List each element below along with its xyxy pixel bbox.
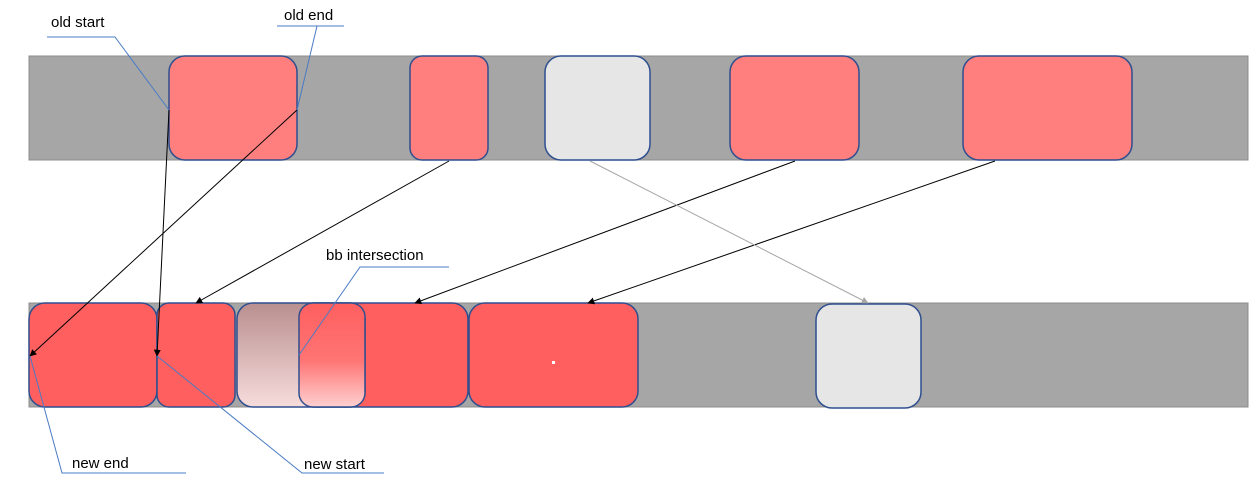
new-block-2: [156, 302, 236, 408]
arrow-old-end-to-new-end: [29, 109, 298, 357]
arrow-light-block: [589, 160, 869, 304]
intersection-region: [298, 302, 366, 408]
callout-new-start: [156, 355, 384, 474]
new-block-4: [468, 302, 639, 408]
label-bb-intersection: bb intersection: [326, 247, 424, 264]
arrow-block-2: [195, 160, 450, 304]
center-marker: [552, 361, 555, 364]
callout-new-end: [29, 355, 186, 474]
old-block-light: [544, 55, 651, 161]
new-block-light: [815, 303, 922, 409]
old-block-3: [729, 55, 860, 161]
old-block-2: [409, 55, 489, 161]
arrow-block-4: [587, 160, 996, 305]
callout-bb-intersection: [298, 266, 449, 356]
callout-old-start: [47, 36, 170, 111]
label-new-end: new end: [72, 455, 129, 472]
callout-old-end: [277, 25, 344, 111]
old-block-1: [168, 55, 298, 161]
label-new-start: new start: [304, 456, 366, 473]
label-old-start: old start: [51, 14, 105, 31]
arrow-block-3: [414, 160, 796, 305]
new-block-1: [28, 302, 158, 408]
old-block-4: [962, 55, 1133, 161]
label-old-end: old end: [284, 7, 333, 24]
